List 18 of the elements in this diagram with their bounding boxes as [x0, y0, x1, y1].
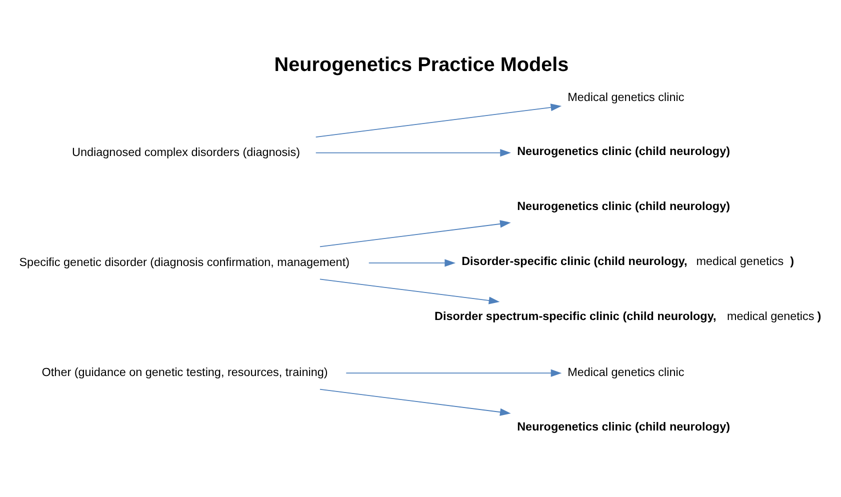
arrow	[346, 369, 562, 377]
node-text: Other (guidance on genetic testing, resources, training)	[42, 366, 328, 380]
node-text: Disorder-specific clinic (child neurology, medical genetics)	[462, 255, 794, 268]
diagram-title: Neurogenetics Practice Models	[274, 54, 569, 76]
node-text: Neurogenetics clinic (child neurology)	[517, 144, 730, 158]
arrow	[315, 149, 511, 157]
node-text: Neurogenetics clinic (child neurology)	[517, 420, 730, 434]
arrow	[320, 220, 511, 248]
node-text: Medical genetics clinic	[568, 90, 684, 104]
arrow	[320, 388, 511, 416]
node-text: Undiagnosed complex disorders (diagnosis)	[72, 146, 300, 159]
node-text: Disorder spectrum-specific clinic (child neurology,medical genetics)	[434, 310, 822, 324]
arrow	[368, 259, 456, 267]
arrow	[320, 278, 500, 304]
arrow	[315, 104, 562, 138]
node-text: Medical genetics clinic	[568, 366, 684, 380]
node-text: Neurogenetics clinic (child neurology)	[517, 200, 730, 214]
node-text: Specific genetic disorder (diagnosis confirmation, management)	[19, 256, 350, 270]
